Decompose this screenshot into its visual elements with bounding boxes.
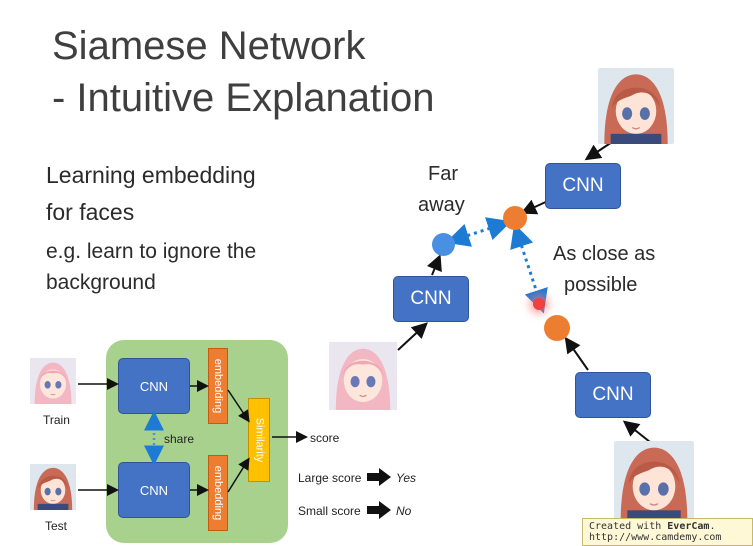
bottom-face-to-cnn-arrow <box>622 420 651 443</box>
test-label: Test <box>45 519 68 533</box>
eg-text-line2: background <box>46 271 156 294</box>
learning-text-line2: for faces <box>46 199 135 225</box>
cnn-block-bottom: CNN <box>118 462 190 518</box>
embedding-to-similarity-arrow <box>227 389 250 423</box>
slide-title-line2: - Intuitive Explanation <box>52 76 435 120</box>
watermark-line2: http://www.camdemy.com <box>589 532 722 543</box>
share-label: share <box>164 432 195 446</box>
watermark-line1: Created with EverCam. <box>589 521 716 532</box>
orange-embedding-dot-top <box>503 206 527 230</box>
cnn-label: CNN <box>562 175 604 196</box>
cursor-highlight <box>533 298 545 310</box>
large-score-label: Large score <box>298 471 362 485</box>
cnn-label: CNN <box>410 288 452 309</box>
close-line2: possible <box>564 274 638 296</box>
cnn-label: CNN <box>592 384 634 405</box>
cnn-to-orange-dot-arrow <box>564 336 589 371</box>
cnn-to-blue-dot-arrow <box>427 254 442 276</box>
eg-text-line1: e.g. learn to ignore the <box>46 240 257 263</box>
evercam-watermark: Created with EverCam. http://www.camdemy… <box>582 518 753 546</box>
cnn-block-top: CNN <box>118 358 190 414</box>
blue-embedding-dot <box>432 233 455 256</box>
embedding-to-similarity-arrow <box>227 457 250 493</box>
cnn-block-upper-right: CNN <box>545 163 621 209</box>
cnn-block-middle-left: CNN <box>393 276 469 322</box>
slide-title-line1: Siamese Network <box>52 24 366 68</box>
close-dotted-arrow <box>510 223 548 314</box>
train-label: Train <box>43 413 70 427</box>
left-face-image <box>325 342 401 410</box>
far-away-line1: Far <box>428 163 458 185</box>
bottom-face-image <box>614 441 694 521</box>
far-away-dotted-arrow <box>445 217 512 247</box>
top-face-image <box>598 68 674 144</box>
small-score-result: No <box>396 504 412 518</box>
score-label: score <box>310 431 340 445</box>
large-score-result: Yes <box>396 471 417 485</box>
cnn-block-lower-right: CNN <box>575 372 651 418</box>
learning-text-line1: Learning embedding <box>46 162 256 188</box>
pink-face-to-cnn-arrow <box>397 322 428 351</box>
cnn-label: CNN <box>139 482 169 498</box>
close-line1: As close as <box>553 243 656 265</box>
small-score-arrow-icon <box>367 501 391 519</box>
large-score-arrow-icon <box>367 468 391 486</box>
cnn-label: CNN <box>139 378 169 394</box>
far-away-line2: away <box>418 194 465 216</box>
orange-embedding-dot-bottom <box>544 315 570 341</box>
small-score-label: Small score <box>298 504 361 518</box>
similarity-block: Similarity <box>248 398 270 482</box>
top-face-to-cnn-arrow <box>584 141 613 161</box>
